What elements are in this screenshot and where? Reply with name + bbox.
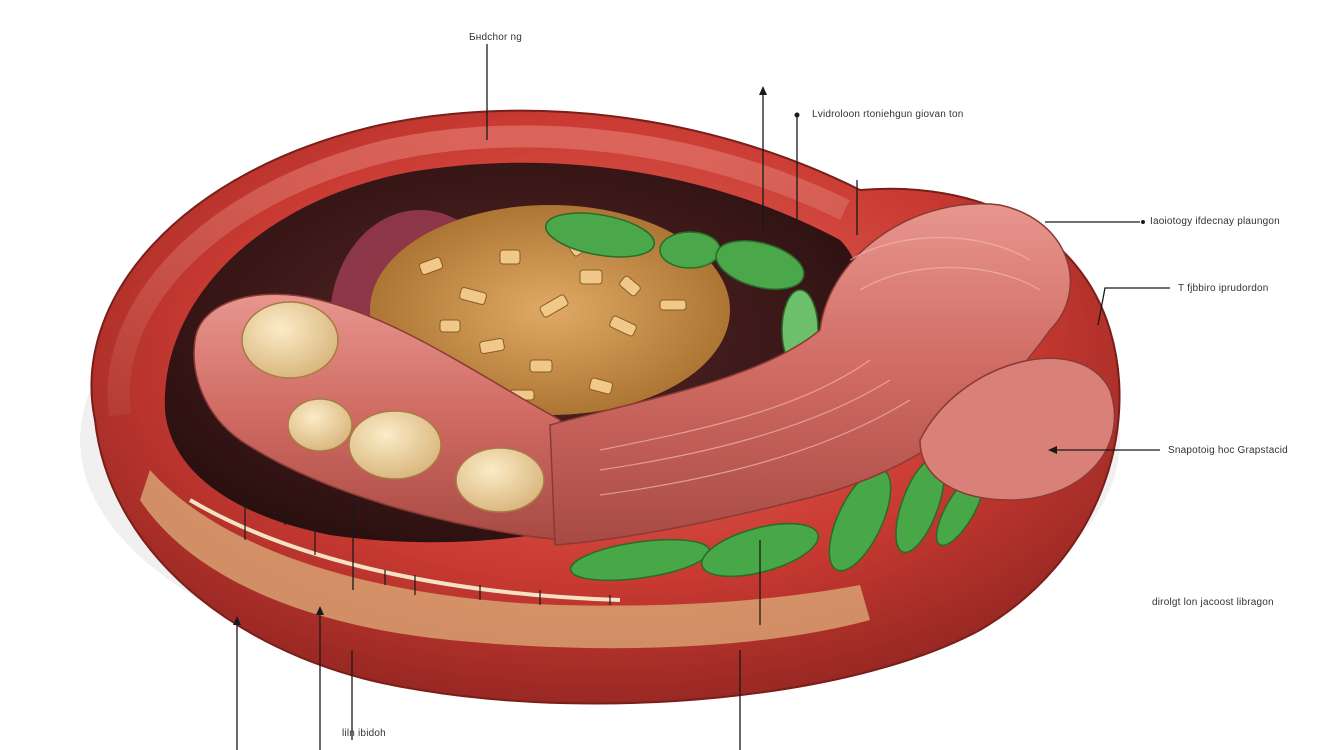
label-right-2: T fjbbiro iprudordon xyxy=(1178,283,1269,294)
submucosa-line xyxy=(188,498,621,602)
intestinal-tube-main xyxy=(549,203,1072,546)
muscle-striations xyxy=(599,236,1041,496)
label-right-3: Snapotoig hoc Grapstacid xyxy=(1168,445,1288,456)
label-right-1: Iaoiotogy ifdecnay plaungon xyxy=(1150,216,1280,227)
wall-muscle-band xyxy=(107,125,850,417)
scale-ticks xyxy=(244,490,611,605)
fatty-submucosa-layer xyxy=(140,470,870,649)
food-particles xyxy=(418,235,687,401)
leader-arrowheads xyxy=(233,86,1145,625)
leader-lines xyxy=(236,44,1170,750)
label-upper-right: Lvidroloon rtoniehgun giovan ton xyxy=(812,109,964,120)
intestinal-loop-right xyxy=(919,357,1116,501)
lymph-nodules xyxy=(241,301,545,513)
label-right-4: dirolgt lon jacoost libragon xyxy=(1152,597,1274,608)
label-bottom: liln ibidoh xyxy=(342,728,386,739)
label-top: Бнdchor ng xyxy=(469,32,523,43)
